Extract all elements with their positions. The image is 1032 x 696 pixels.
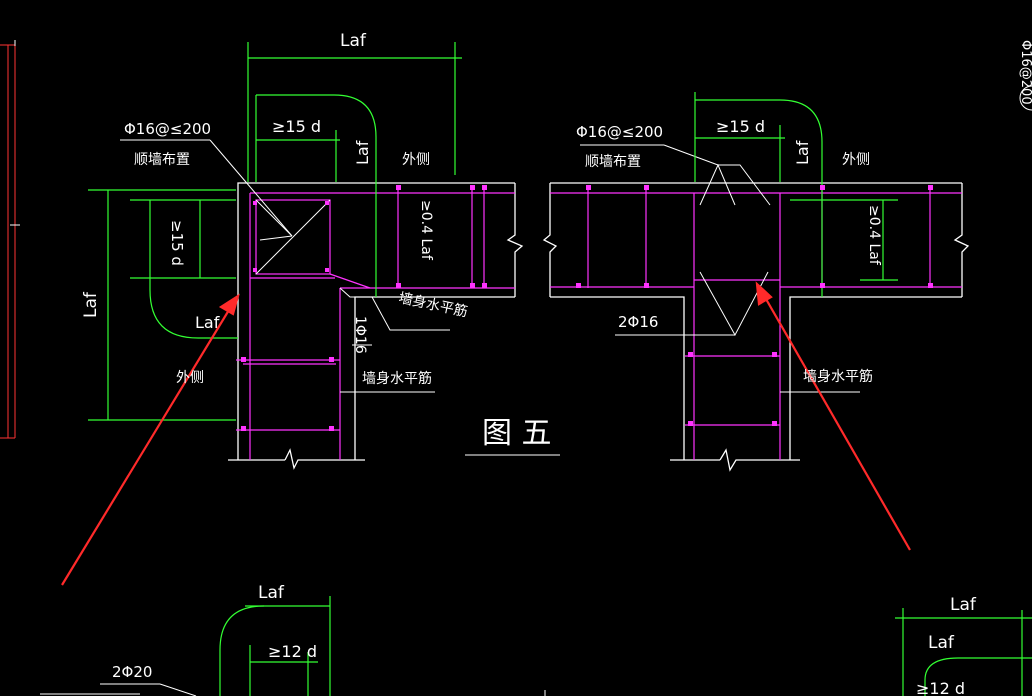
left-labels: Laf ≥15 d Laf Laf ≥15 d Laf ≥0.4 Laf Φ16…	[81, 31, 469, 387]
left-dim-inner: Laf	[195, 313, 220, 332]
left-wall-dim: ≥0.4 Laf	[418, 200, 434, 261]
red-arrow-left	[61, 304, 233, 586]
left-dim-top: Laf	[340, 31, 367, 51]
bottom-right-dim-b: Laf	[928, 633, 955, 653]
right-wall-dim: ≥0.4 Laf	[866, 205, 882, 266]
left-dim-hook: ≥15 d	[272, 117, 321, 136]
figure-title: 图 五	[482, 416, 552, 451]
left-dim-vert: Laf	[353, 140, 372, 165]
left-dimensions	[88, 42, 462, 421]
bottom-left-dim: Laf	[258, 583, 285, 603]
right-dim-vert: Laf	[793, 140, 812, 165]
annotation-arrows	[61, 281, 911, 586]
left-margin-ticks	[10, 40, 20, 226]
left-diagonals	[209, 139, 331, 275]
red-arrow-right-head	[755, 281, 773, 306]
right-rebar-spec: Φ16@≤200	[576, 123, 663, 141]
left-rebar-spec: Φ16@≤200	[124, 120, 211, 138]
right-rebar-note: 顺墙布置	[585, 154, 641, 170]
left-margin-border	[0, 44, 16, 439]
left-horiz-bar-b: 墙身水平筋	[362, 370, 432, 387]
red-arrow-right	[761, 291, 911, 551]
right-labels: ≥15 d Laf ≥0.4 Laf Φ16@≤200 顺墙布置 外侧 2Φ16…	[576, 117, 882, 385]
right-dimensions	[694, 92, 898, 297]
left-horiz-bar-a: 墙身水平筋	[397, 289, 469, 320]
right-tee-detail	[542, 92, 970, 472]
left-rebar-note: 顺墙布置	[134, 152, 190, 168]
edge-text: Φ16@200	[1018, 40, 1032, 105]
left-rebar	[236, 186, 515, 460]
bottom-right-hook: ≥12 d	[916, 679, 965, 696]
left-rebar-dots	[241, 185, 487, 431]
bottom-left-bar: 2Φ20	[112, 663, 152, 681]
left-leaders	[120, 139, 560, 456]
left-dim-left-hook: ≥15 d	[168, 220, 186, 266]
red-arrow-left-head	[218, 293, 240, 316]
left-bar-1phi16: 1Φ16	[352, 316, 368, 354]
left-outside-left: 外侧	[176, 370, 204, 386]
left-wall-outline	[228, 182, 524, 470]
right-edge-ring	[1019, 85, 1032, 111]
bottom-right-dim-a: Laf	[950, 595, 977, 615]
left-corner-detail	[88, 42, 560, 470]
right-rebar-dots	[576, 185, 933, 426]
right-leaders	[580, 144, 860, 393]
bottom-left-detail	[40, 596, 546, 696]
left-dim-left: Laf	[81, 291, 101, 318]
left-outside-top: 外侧	[402, 152, 430, 168]
bottom-right-detail	[895, 608, 1032, 696]
right-horiz-bar: 墙身水平筋	[803, 368, 873, 385]
right-wall-outline	[542, 182, 970, 472]
right-outside: 外侧	[842, 152, 870, 168]
bottom-labels: Laf ≥12 d 2Φ20 Laf Laf ≥12 d	[112, 583, 977, 696]
right-bar-2phi16: 2Φ16	[618, 313, 658, 331]
right-rebar	[550, 186, 962, 460]
bottom-left-hook: ≥12 d	[268, 642, 317, 661]
right-diagonals	[615, 144, 771, 337]
right-dim-hook: ≥15 d	[716, 117, 765, 136]
